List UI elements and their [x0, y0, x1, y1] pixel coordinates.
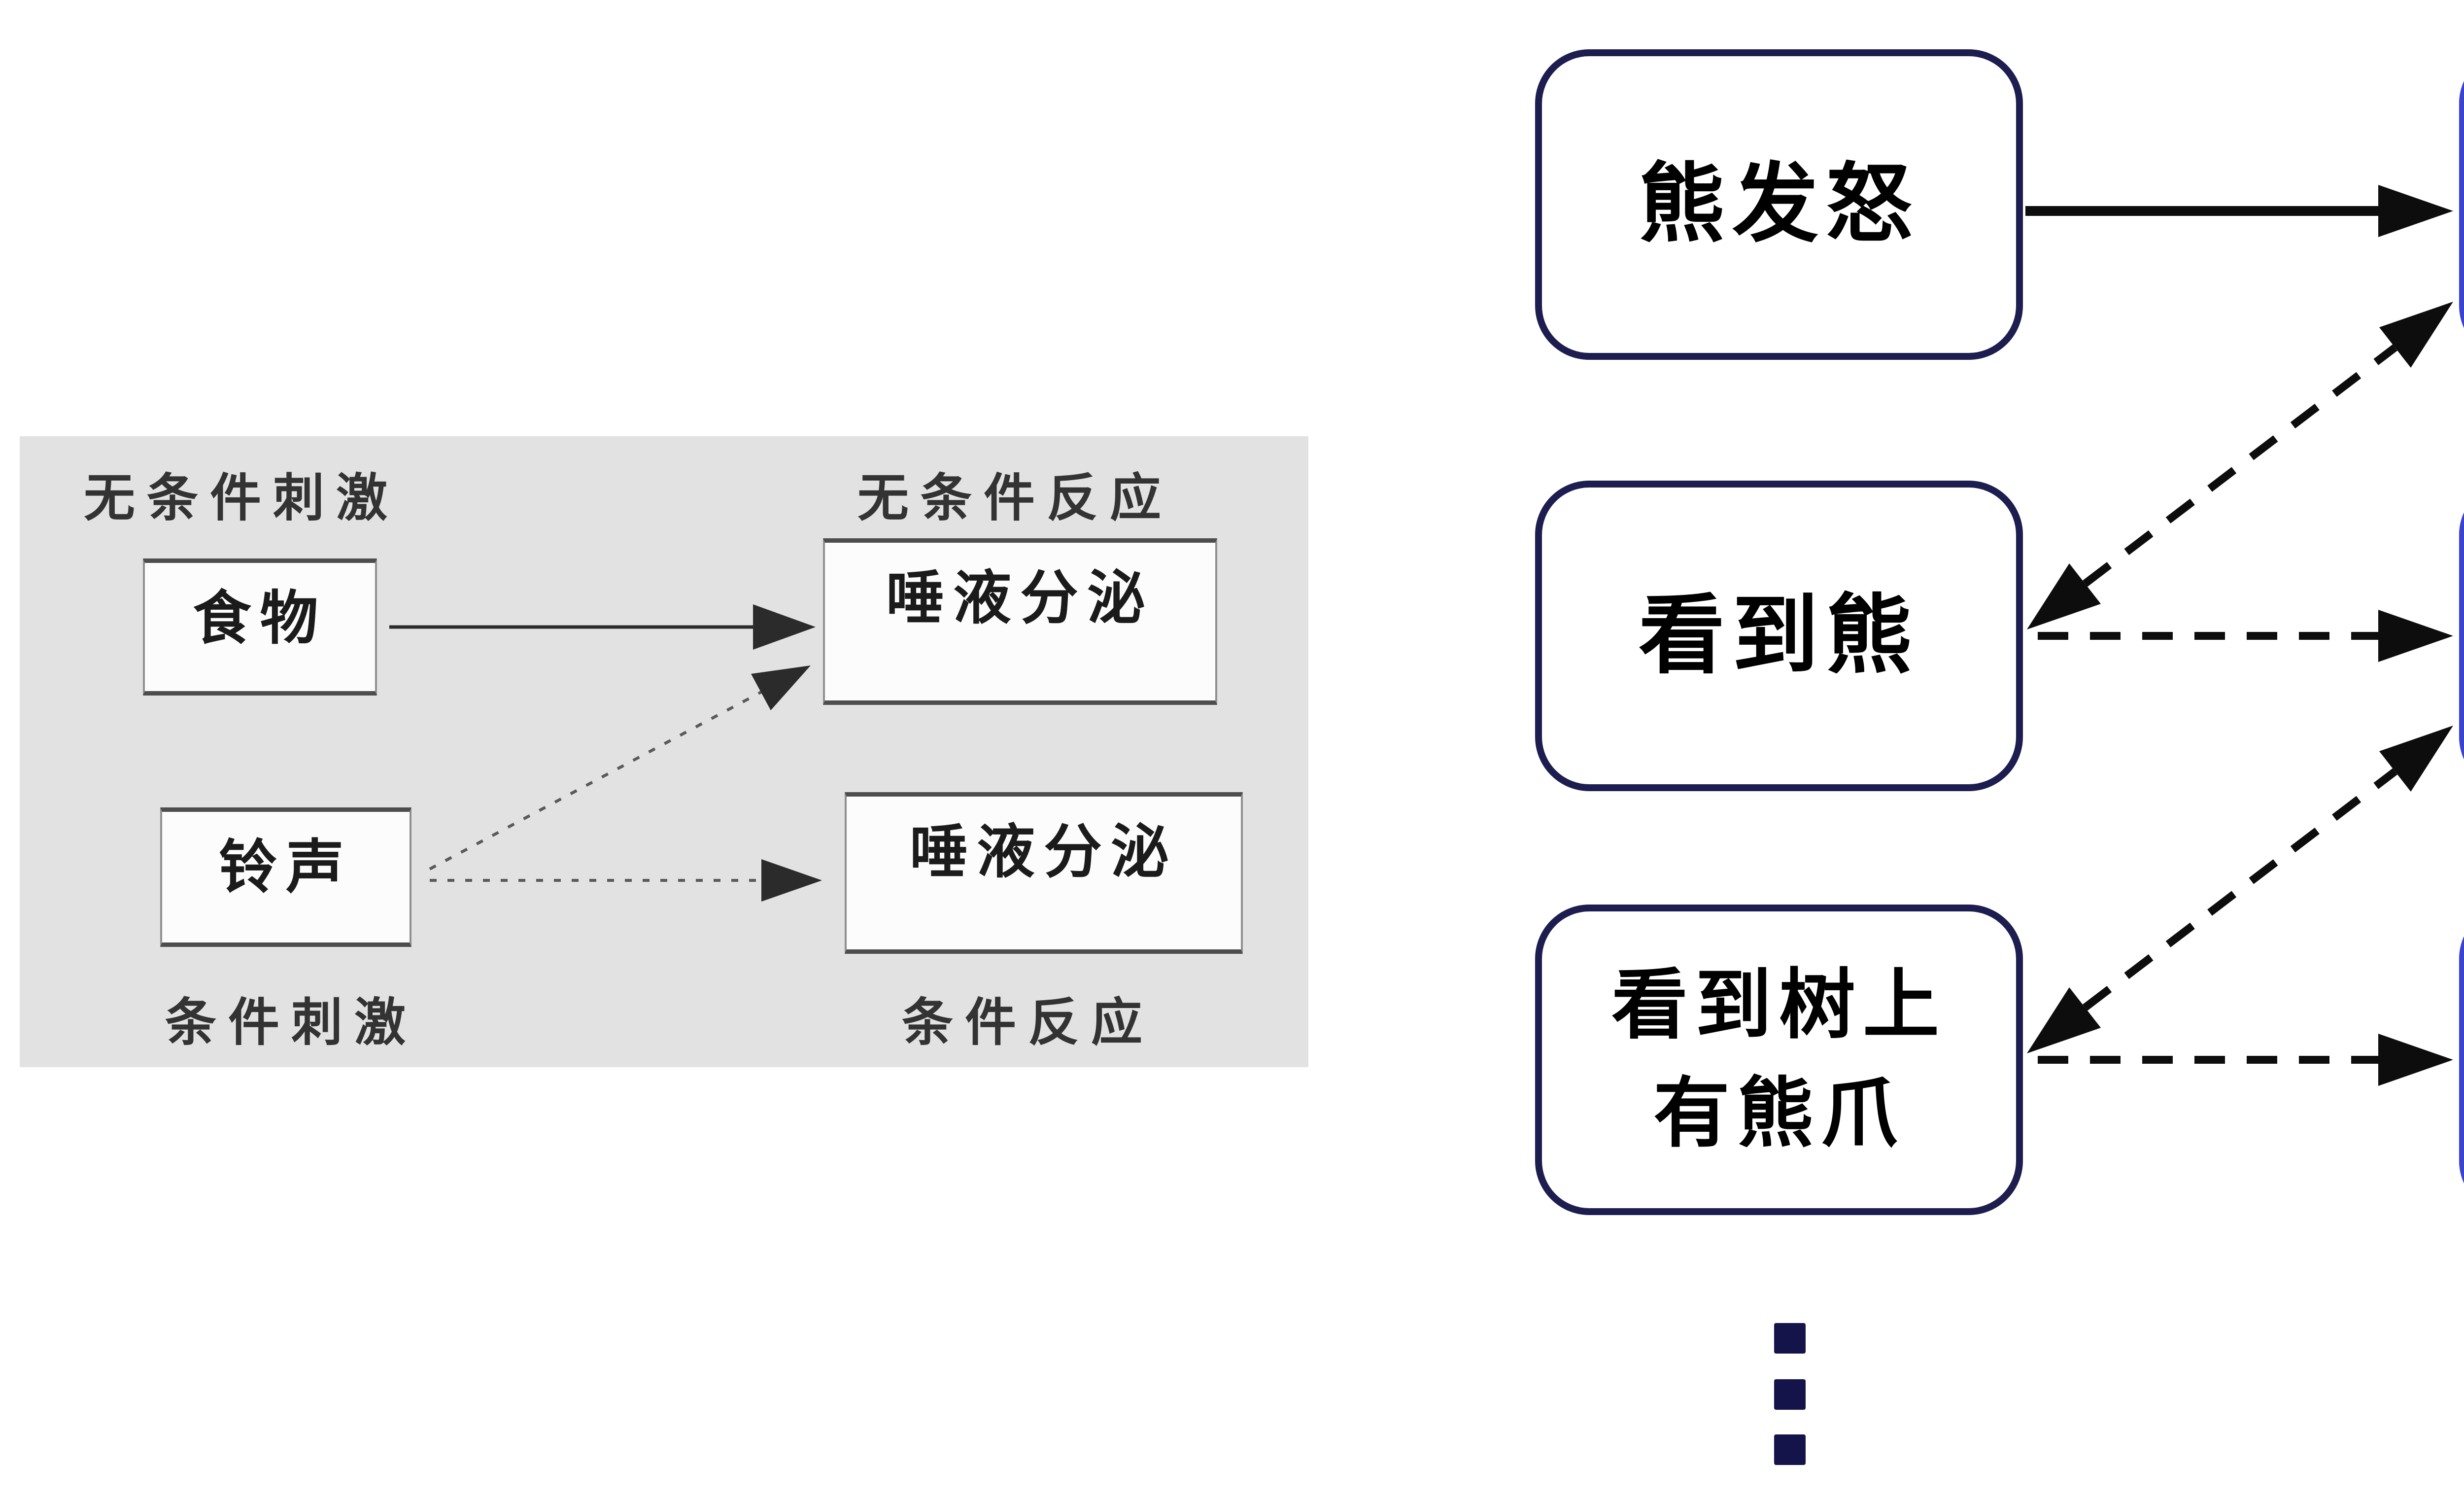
arrowhead-diagonal-at-seebear: [2027, 563, 2101, 629]
label-unconditioned-response: 无条件反应: [857, 470, 1173, 527]
box-see-bear-label: 看到熊: [1639, 588, 1919, 684]
box-salivation-unconditioned: 唾液分泌: [823, 538, 1217, 705]
label-conditioned-stimulus: 条件刺激: [165, 994, 418, 1051]
arrowhead-bell-to-salivation-top: [751, 665, 811, 710]
dot: [1774, 1434, 1806, 1465]
box-bear-angry: 熊发怒: [1535, 49, 2023, 360]
label-conditioned-response: 条件反应: [902, 994, 1155, 1051]
arrowhead-food-to-salivation: [753, 604, 816, 650]
dashed-arrow-bell-to-salivation-top: [429, 689, 766, 871]
box-see-claw-label: 看到树上 有熊爪: [1611, 963, 1947, 1156]
box-bell-label: 铃声: [218, 835, 353, 900]
arrowhead-diagonal-at-seeclaw: [2027, 987, 2101, 1053]
box-food-label: 食物: [193, 586, 327, 651]
arrowhead-diagonal-at-reward: [2379, 302, 2453, 368]
box-see-bear: 看到熊: [1535, 481, 2023, 791]
dashed-diagonal-seeclaw-vsprime: [2083, 768, 2397, 1011]
conditioning-panel: 无条件刺激 无条件反应 条件刺激 条件反应 食物 唾液分泌 铃声 唾液分泌: [20, 436, 1308, 1067]
arrowhead-bell-to-salivation-bottom: [761, 859, 822, 902]
label-unconditioned-stimulus: 无条件刺激: [84, 470, 400, 527]
box-salivation-bottom-label: 唾液分泌: [909, 820, 1178, 885]
arrowhead-seebear-to-vsprime: [2378, 610, 2453, 662]
arrowhead-diagonal-at-vsprime: [2379, 726, 2453, 792]
box-bear-angry-label: 熊发怒: [1639, 156, 1919, 252]
arrowhead-bear-to-reward: [2378, 185, 2453, 237]
box-salivation-top-label: 唾液分泌: [886, 566, 1154, 631]
arrowhead-seeclaw-to-vs: [2378, 1034, 2453, 1086]
dot: [1774, 1323, 1806, 1354]
box-see-claw: 看到树上 有熊爪: [1535, 905, 2023, 1215]
dashed-diagonal-seebear-reward: [2083, 344, 2397, 587]
box-food: 食物: [143, 558, 377, 696]
box-salivation-conditioned: 唾液分泌: [845, 792, 1243, 954]
vertical-ellipsis-stimulus: [1774, 1323, 1806, 1465]
dot: [1774, 1379, 1806, 1410]
box-bell: 铃声: [160, 807, 411, 947]
